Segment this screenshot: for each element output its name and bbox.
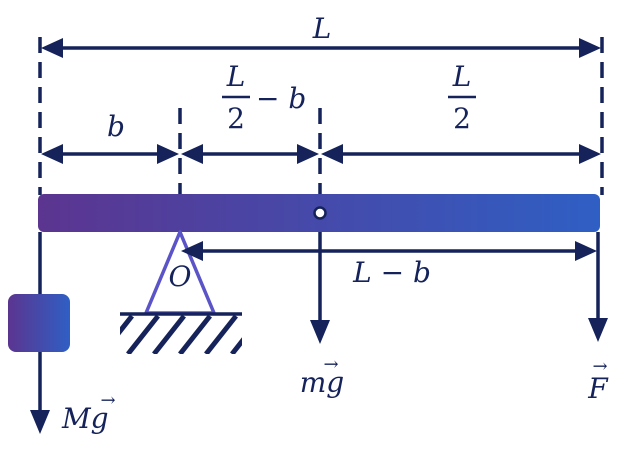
rod-weight-label: mg <box>300 366 344 399</box>
right-segment-denominator: 2 <box>453 102 471 135</box>
applied-force-arrowhead <box>588 318 608 342</box>
block-weight-vector-mark: → <box>100 390 115 411</box>
middle-segment-minus-b: − b <box>256 82 306 115</box>
total-length-label: L <box>312 12 332 45</box>
total-length-arrowhead-left <box>41 38 63 58</box>
middle-segment-arrowhead-right <box>297 144 319 164</box>
rod-weight-arrowhead <box>310 320 330 344</box>
hanging-block <box>8 294 70 352</box>
block-weight-arrowhead <box>30 410 50 434</box>
pivot-to-end-arrowhead-right <box>575 241 597 261</box>
ground-hatching <box>120 314 242 354</box>
applied-force-label: F <box>587 372 609 405</box>
right-segment-arrowhead-left <box>321 144 343 164</box>
middle-segment-arrowhead-left <box>181 144 203 164</box>
right-segment-arrowhead-right <box>579 144 601 164</box>
left-segment-label: b <box>107 110 125 143</box>
right-segment-numerator: L <box>452 60 472 93</box>
left-segment-arrowhead-left <box>41 144 63 164</box>
pivot-to-end-arrowhead-left <box>181 241 203 261</box>
block-weight-label: Mg <box>61 402 109 435</box>
applied-force-vector-mark: → <box>592 356 607 377</box>
left-segment-arrowhead-right <box>157 144 179 164</box>
pivot-label: O <box>169 260 192 293</box>
total-length-arrowhead-right <box>579 38 601 58</box>
middle-segment-numerator: L <box>226 60 246 93</box>
pivot-to-end-label: L − b <box>352 256 431 289</box>
center-of-mass-marker <box>313 206 327 220</box>
rod-weight-vector-mark: → <box>323 354 338 375</box>
middle-segment-denominator: 2 <box>227 102 245 135</box>
